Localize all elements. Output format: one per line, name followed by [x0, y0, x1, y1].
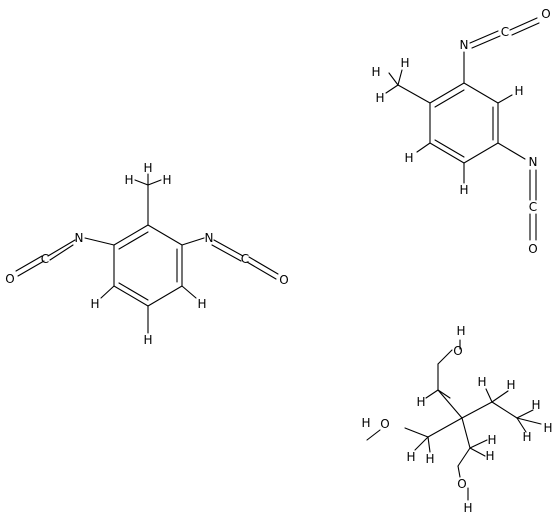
atom-h: H: [406, 450, 415, 464]
atom-c: C: [41, 252, 49, 266]
atom-h: H: [375, 91, 384, 105]
atom-h: H: [400, 56, 409, 70]
atom-c: C: [241, 252, 249, 266]
atom-h: H: [197, 297, 206, 311]
molecule-trimethylolpropane: H O H H H H O H H H H H H H O H: [361, 324, 552, 515]
atom-n: N: [205, 231, 214, 245]
atom-h: H: [361, 416, 370, 430]
atom-h: H: [477, 375, 486, 389]
atom-h: H: [487, 433, 496, 447]
atom-h: H: [485, 449, 494, 463]
atom-h: H: [463, 501, 472, 515]
atom-h: H: [416, 395, 425, 409]
atom-h: H: [124, 173, 133, 187]
atom-o: O: [457, 477, 466, 491]
atom-h: H: [506, 378, 515, 392]
atom-h: H: [404, 151, 413, 165]
atom-h: H: [522, 430, 531, 444]
atom-h: H: [543, 421, 552, 435]
atom-c: C: [529, 200, 537, 214]
atom-n: N: [529, 155, 538, 169]
atom-h: H: [425, 452, 434, 466]
atom-h: H: [459, 183, 468, 197]
atom-o: O: [528, 242, 537, 256]
atom-o: O: [453, 344, 462, 358]
molecule-toluene-2-6-diisocyanate: H H H N C O N C O H H H: [5, 161, 288, 347]
atom-c: C: [501, 25, 509, 39]
molecule-toluene-2-4-diisocyanate: N C O H H H H H N H C O: [371, 7, 550, 256]
atom-o: O: [279, 273, 288, 287]
atom-n: N: [75, 231, 84, 245]
atom-h: H: [456, 324, 465, 338]
atom-h: H: [531, 398, 540, 412]
atom-h: H: [143, 333, 152, 347]
atom-h: H: [162, 173, 171, 187]
atom-o: O: [380, 417, 389, 431]
atom-o: O: [541, 7, 550, 21]
atom-h: H: [514, 84, 523, 98]
atom-h: H: [90, 297, 99, 311]
atom-h: H: [371, 65, 380, 79]
atom-n: N: [460, 38, 469, 52]
atom-o: O: [5, 272, 14, 286]
atom-h: H: [143, 161, 152, 175]
